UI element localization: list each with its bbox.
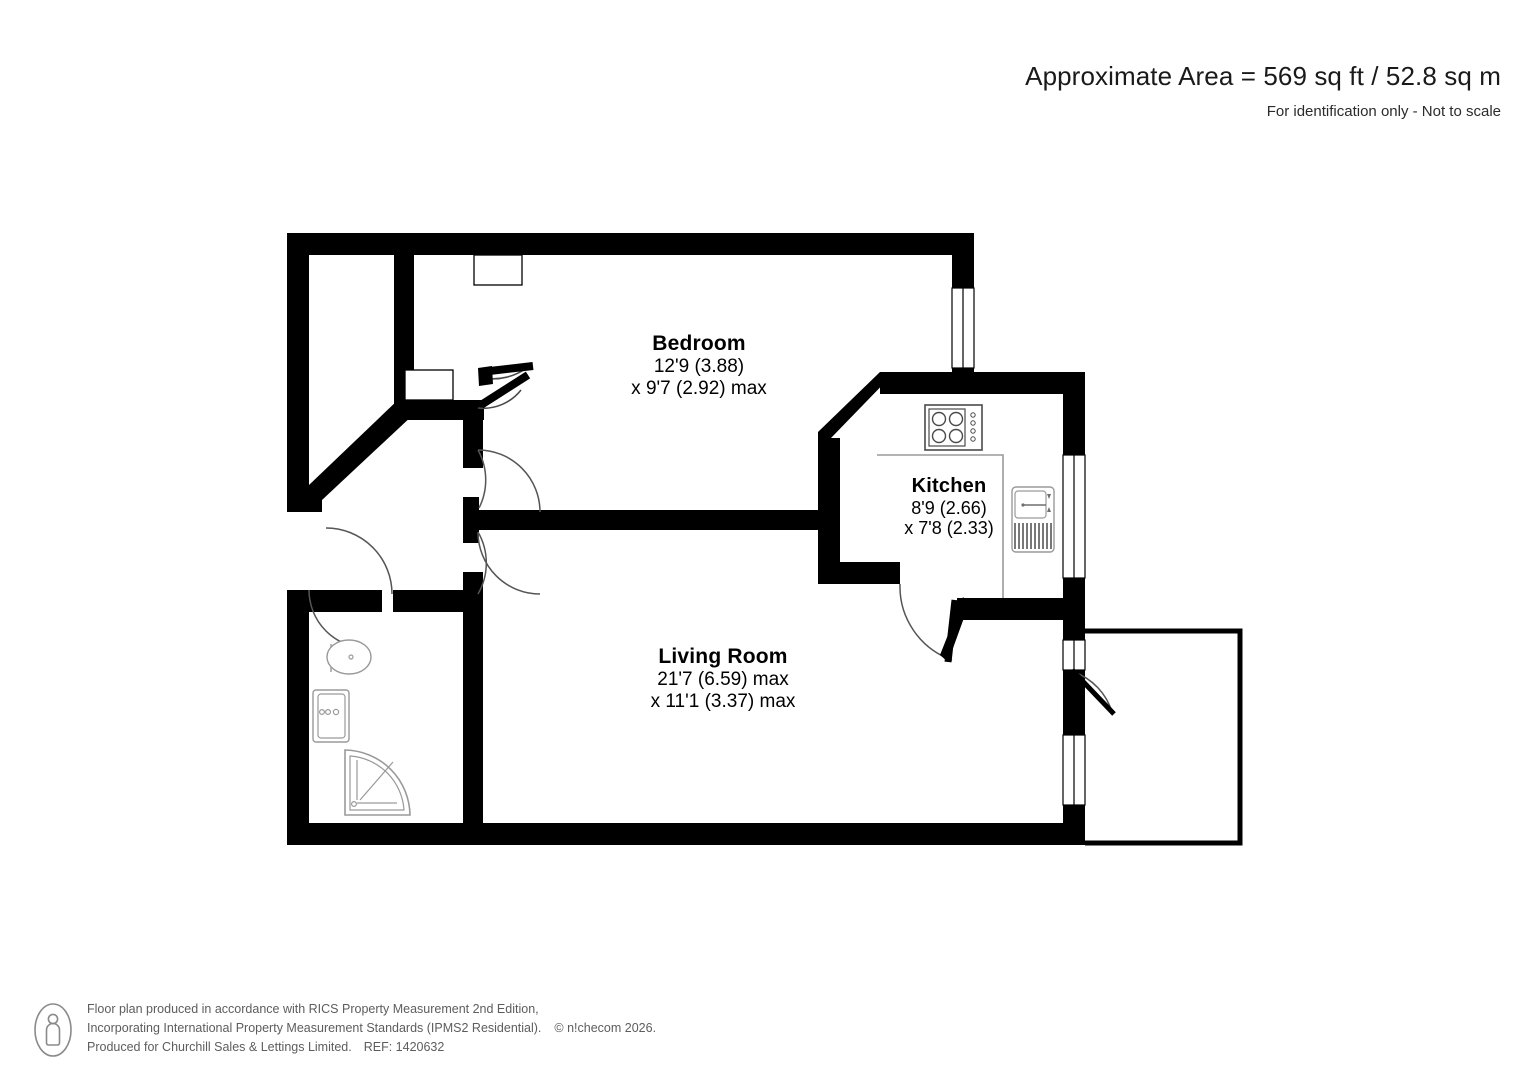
header-area-summary: Approximate Area = 569 sq ft / 52.8 sq m… bbox=[1025, 61, 1501, 120]
cupboard-outlines bbox=[404, 254, 523, 401]
ipms-person-icon bbox=[33, 1002, 73, 1063]
kitchen-worktop-outline bbox=[877, 454, 1004, 598]
walls-layer bbox=[287, 233, 1243, 846]
footer-text-block: Floor plan produced in accordance with R… bbox=[87, 1000, 656, 1057]
toilet-icon bbox=[326, 639, 372, 675]
doors-layer bbox=[308, 362, 1116, 716]
window-living-right-upper bbox=[1062, 639, 1086, 671]
hob-cooktop-icon bbox=[924, 404, 983, 451]
identification-note: For identification only - Not to scale bbox=[1266, 102, 1501, 120]
approximate-area-title: Approximate Area = 569 sq ft / 52.8 sq m bbox=[1025, 61, 1501, 91]
window-kitchen-right bbox=[1062, 454, 1086, 579]
footer-line-3: Produced for Churchill Sales & Lettings … bbox=[87, 1040, 352, 1054]
window-living-right-lower bbox=[1062, 734, 1086, 806]
wash-basin-icon bbox=[312, 689, 350, 743]
footer-disclaimer: Floor plan produced in accordance with R… bbox=[33, 1000, 656, 1063]
balcony-outline bbox=[1085, 628, 1243, 846]
fixtures-layer bbox=[312, 404, 1055, 816]
footer-line-2: Incorporating International Property Mea… bbox=[87, 1021, 542, 1035]
footer-copyright: © n!checom 2026. bbox=[554, 1021, 657, 1035]
window-bedroom-right bbox=[951, 287, 975, 369]
radiator-icon bbox=[1011, 486, 1055, 553]
corner-shower-icon bbox=[344, 749, 411, 816]
footer-line-1: Floor plan produced in accordance with R… bbox=[87, 1002, 539, 1016]
footer-reference: REF: 1420632 bbox=[363, 1040, 445, 1054]
